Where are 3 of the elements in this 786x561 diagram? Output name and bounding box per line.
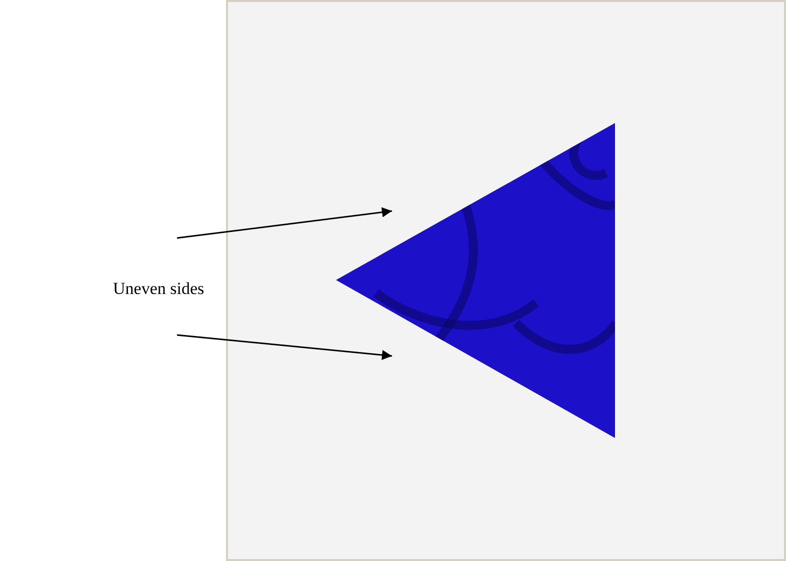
leader-arrow: [176, 207, 392, 239]
callout-text: Uneven sides: [113, 279, 235, 301]
leader-arrow: [176, 334, 392, 360]
